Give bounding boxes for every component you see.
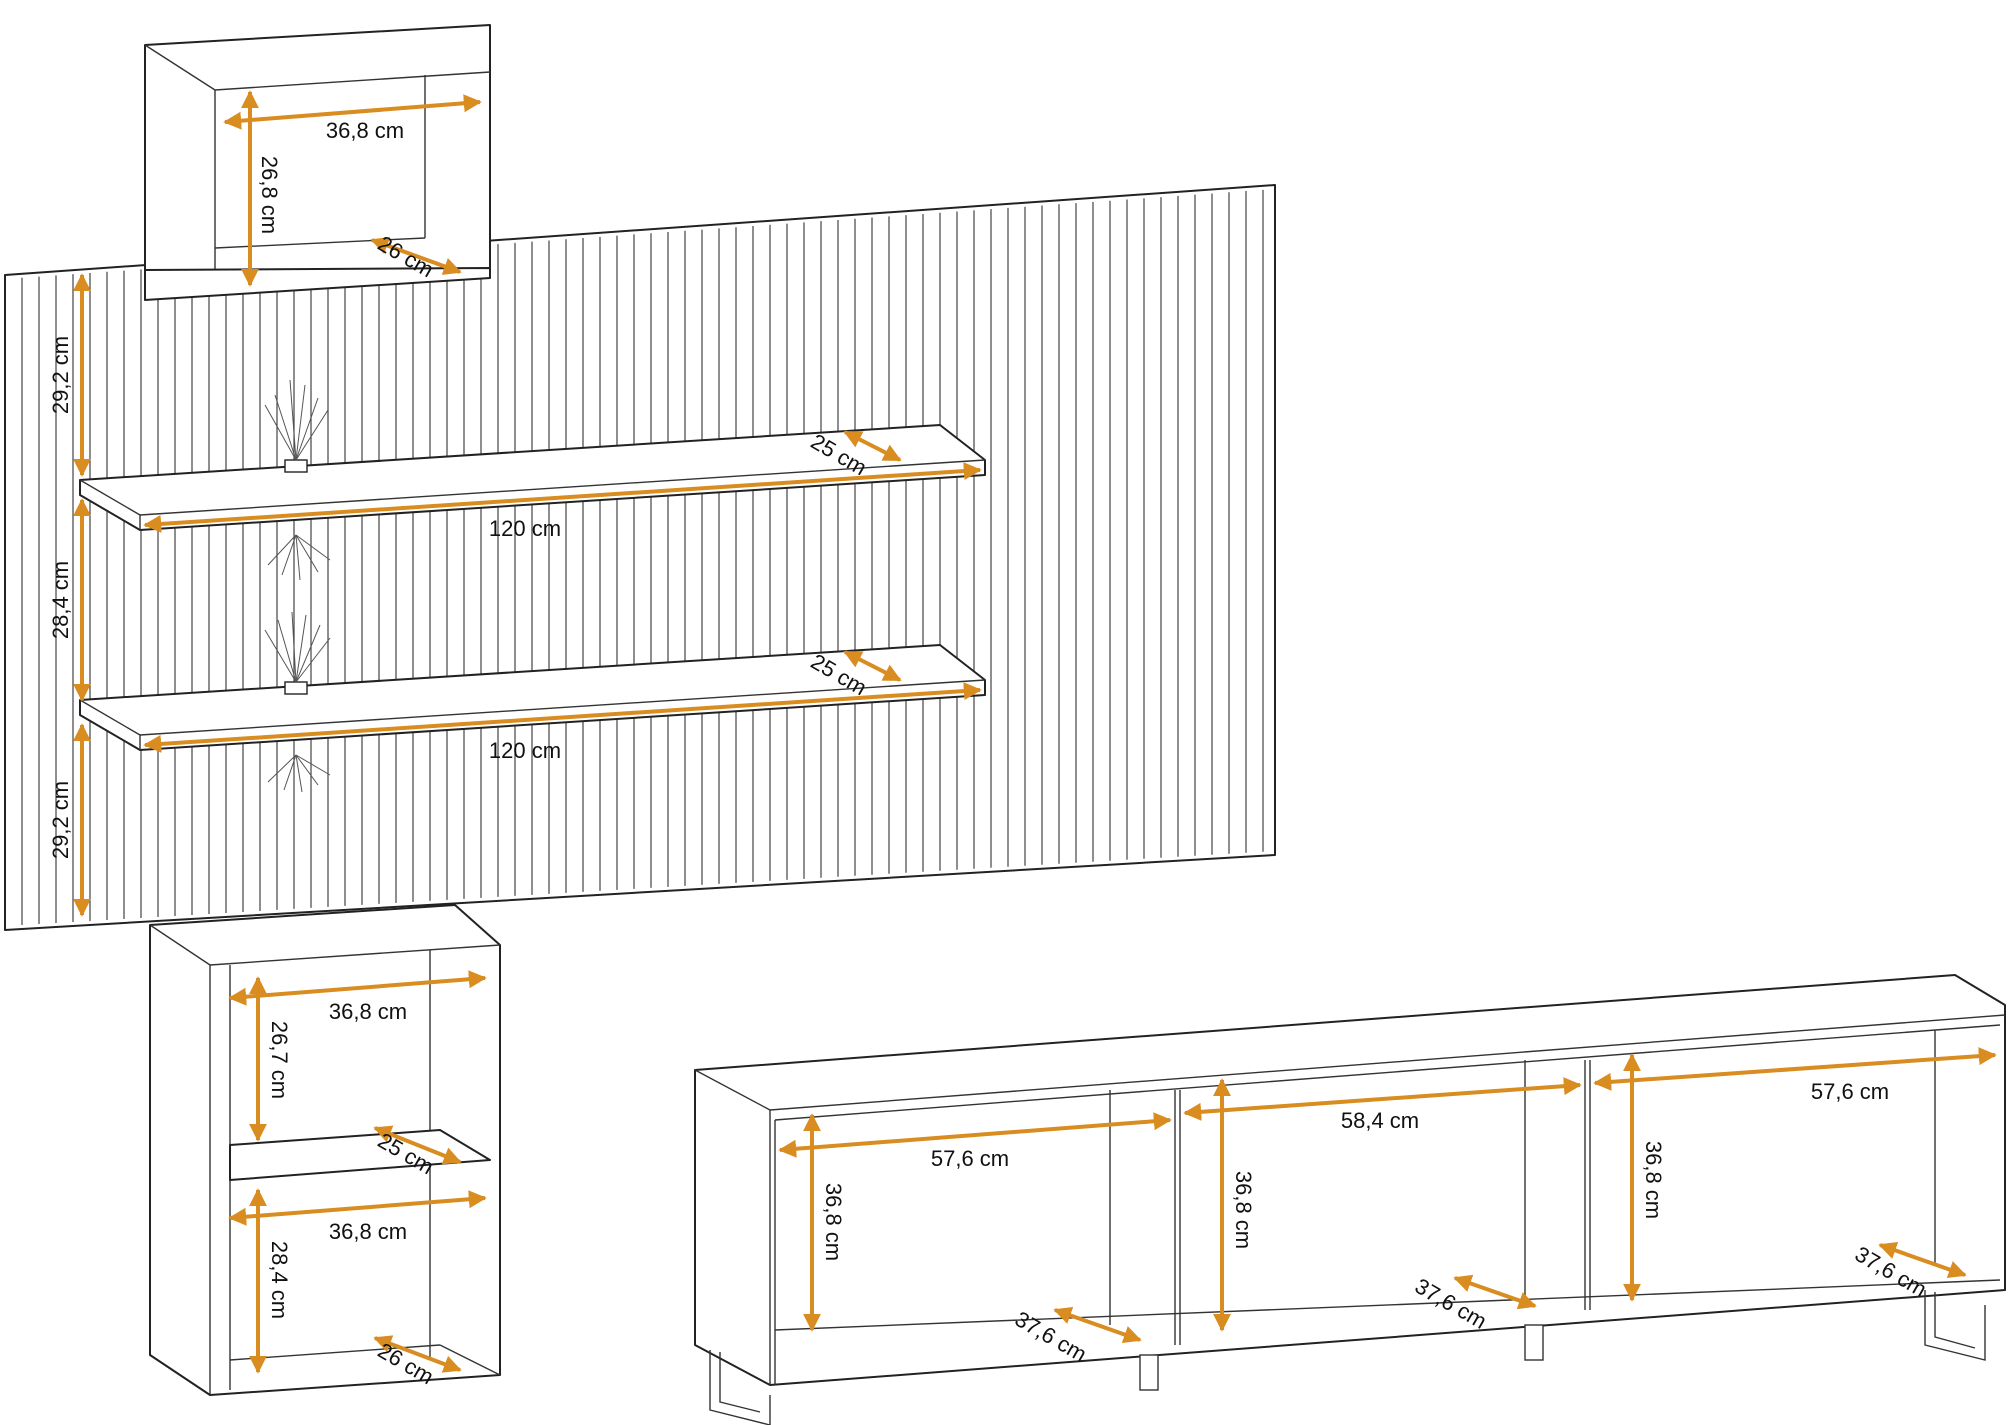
light-rays-upper [264,379,331,581]
standing-cabinet-dimension-arrow [373,1125,462,1165]
standing-cabinet-dimension-label: 36,8 cm [329,999,407,1024]
wall-shelf-upper-dimension-label: 120 cm [489,516,561,541]
standing-cabinet-dimension-arrow [228,970,487,1006]
tv-stand-dimension-arrow [1453,1274,1537,1310]
wall-cabinet-top-dimension-arrow [370,237,462,275]
panel-slats [21,189,1264,925]
wall-shelf-upper-dimension-arrow [843,430,902,462]
slatted-wall-panel-dimension-label: 29,2 cm [48,781,73,859]
shelf-bracket-upper [284,459,308,473]
tv-stand-dimension-label: 58,4 cm [1341,1108,1419,1133]
standing-cabinet [149,904,501,1396]
light-rays-lower [264,611,331,793]
standing-cabinet-dimension-arrow [373,1335,462,1373]
wall-cabinet-top [144,24,491,301]
standing-cabinet-dimension-arrow [228,1190,487,1226]
wall-shelf-lower-dimension-arrow [143,682,982,753]
tv-stand-dimension-arrow [778,1112,1172,1158]
tv-stand-dimension-arrow [1593,1047,1997,1091]
wall-cabinet-top-dimension-label: 36,8 cm [326,118,404,143]
standing-cabinet-dimension-label: 26,7 cm [267,1021,292,1099]
tv-stand-dimension-arrow [1053,1306,1142,1344]
slatted-wall-panel-dimension-label: 29,2 cm [48,336,73,414]
slatted-wall-panel-dimension-label: 28,4 cm [48,561,73,639]
shelf-bracket-lower [284,681,308,695]
tv-stand-dimension-arrow [1183,1077,1582,1121]
wall-cabinet-top-dimension-label: 26,8 cm [257,156,282,234]
tv-stand-dimension-label: 57,6 cm [1811,1079,1889,1104]
tv-stand [694,974,2006,1425]
tv-stand-dimension-label: 36,8 cm [1641,1141,1666,1219]
tv-stand-dimension-label: 36,8 cm [821,1183,846,1261]
wall-shelf-lower-dimension-label: 120 cm [489,738,561,763]
standing-cabinet-dimension-label: 36,8 cm [329,1219,407,1244]
wall-cabinet-top-dimension-arrow [223,94,482,130]
wall-shelf-upper-dimension-arrow [143,462,982,533]
wall-shelf-lower-dimension-arrow [843,650,902,682]
tv-stand-dimension-label: 57,6 cm [931,1146,1009,1171]
standing-cabinet-dimension-label: 28,4 cm [267,1241,292,1319]
tv-stand-dimension-label: 36,8 cm [1231,1171,1256,1249]
tv-stand-dimension-arrow [1878,1241,1967,1279]
tv-stand-legs [709,1290,1986,1425]
